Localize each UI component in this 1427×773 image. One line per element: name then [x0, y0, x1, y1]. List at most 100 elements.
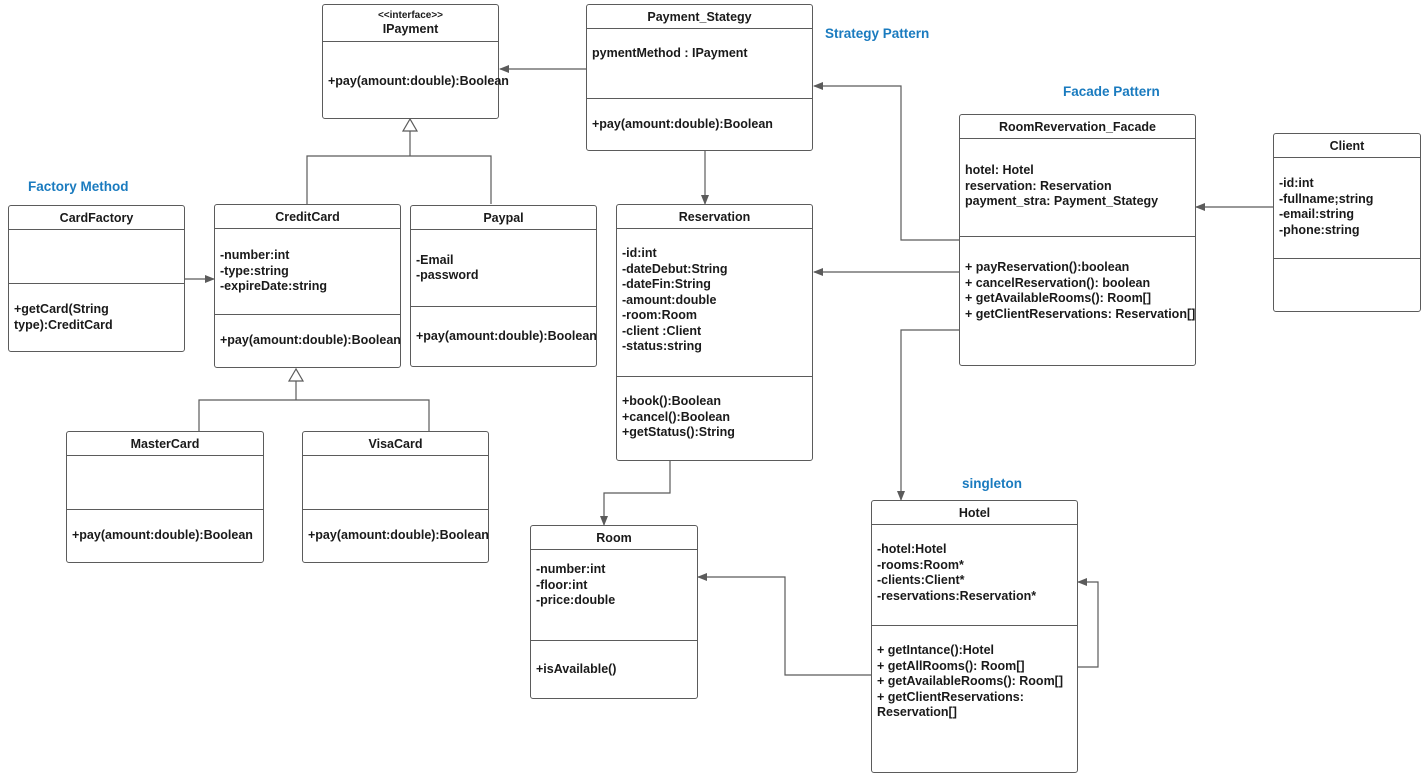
class-room: Room -number:int -floor:int -price:doubl… [530, 525, 698, 699]
attribute: -password [416, 268, 479, 282]
class-name: Payment_Stategy [647, 9, 752, 24]
class-header: Paypal [411, 206, 596, 230]
attributes-section: pymentMethod : IPayment [587, 29, 812, 99]
method: + getAvailableRooms(): Room[] [877, 674, 1064, 688]
class-name: CreditCard [275, 209, 340, 224]
attribute: payment_stra: Payment_Stategy [965, 194, 1159, 208]
methods-section: + payReservation():boolean + cancelReser… [960, 237, 1195, 365]
method: + payReservation():boolean [965, 260, 1130, 274]
method: +getCard(String [14, 302, 109, 316]
methods-section: +getCard(String type):CreditCard [9, 284, 184, 351]
methods-section: +pay(amount:double):Boolean [411, 307, 597, 366]
attribute: -expireDate:string [220, 279, 327, 294]
class-header: RoomRevervation_Facade [960, 115, 1195, 139]
class-header: VisaCard [303, 432, 488, 456]
methods-section: +isAvailable() [531, 641, 697, 698]
class-header: Client [1274, 134, 1420, 158]
class-header: <<interface>> IPayment [323, 5, 498, 42]
class-header: Payment_Stategy [587, 5, 812, 29]
class-name: Client [1329, 138, 1365, 153]
class-visa-card: VisaCard +pay(amount:double):Boolean [302, 431, 489, 563]
method: + getClientReservations: [877, 689, 1024, 704]
class-name: Room [596, 530, 632, 545]
class-master-card: MasterCard +pay(amount:double):Boolean [66, 431, 264, 563]
attribute: -hotel:Hotel [877, 542, 947, 556]
methods-section: + getIntance():Hotel + getAllRooms(): Ro… [872, 626, 1077, 772]
class-reservation: Reservation -id:int -dateDebut:String -d… [616, 204, 813, 461]
class-name: Reservation [678, 209, 751, 224]
class-ipayment: <<interface>> IPayment +pay(amount:doubl… [322, 4, 509, 119]
attribute: -amount:double [622, 292, 717, 307]
class-name: VisaCard [368, 436, 423, 451]
method: + getClientReservations: Reservation[] [965, 306, 1196, 321]
class-card-factory: CardFactory +getCard(String type):Credit… [8, 205, 185, 352]
inheritance-ipayment-lines [306, 131, 492, 204]
attribute: -number:int [536, 562, 606, 576]
method: + getAvailableRooms(): Room[] [965, 291, 1152, 305]
factory-method-label: Factory Method [28, 179, 129, 194]
method: + getAllRooms(): Room[] [877, 658, 1025, 673]
attributes-section: -id:int -fullname;string -email:string -… [1274, 158, 1420, 259]
method: + cancelReservation(): boolean [965, 275, 1151, 290]
attributes-section: -id:int -dateDebut:String -dateFin:Strin… [617, 229, 812, 377]
class-name: MasterCard [130, 436, 200, 451]
methods-section: +pay(amount:double):Boolean [323, 42, 509, 118]
association-reservation-to-room [600, 461, 671, 526]
attributes-section: -Email -password [411, 230, 596, 307]
singleton-label: singleton [962, 476, 1022, 491]
methods-section: +book():Boolean +cancel():Boolean +getSt… [617, 377, 812, 460]
attribute: pymentMethod : IPayment [592, 46, 748, 60]
attribute: -type:string [220, 263, 289, 278]
attribute: -dateDebut:String [622, 261, 728, 276]
method: Reservation[] [877, 705, 957, 719]
class-header: CardFactory [9, 206, 184, 230]
methods-section: +pay(amount:double):Boolean [303, 510, 489, 562]
method: +pay(amount:double):Boolean [328, 74, 509, 89]
method: +book():Boolean [622, 394, 721, 408]
class-paypal: Paypal -Email -password +pay(amount:doub… [410, 205, 597, 367]
association-facade-to-strategy [813, 82, 959, 241]
class-header: Reservation [617, 205, 812, 229]
facade-pattern-label: Facade Pattern [1063, 84, 1160, 99]
attribute: -room:Room [622, 308, 697, 322]
attributes-section [9, 230, 184, 284]
class-name: IPayment [382, 22, 439, 36]
attribute: -clients:Client* [877, 573, 965, 587]
inheritance-creditcard-lines [198, 381, 430, 431]
class-header: CreditCard [215, 205, 400, 229]
method: +pay(amount:double):Boolean [416, 328, 597, 343]
attribute: -reservations:Reservation* [877, 588, 1037, 603]
method: +isAvailable() [536, 661, 617, 676]
class-credit-card: CreditCard -number:int -type:string -exp… [214, 204, 401, 368]
attributes-section: -number:int -floor:int -price:double [531, 550, 697, 641]
attribute: -dateFin:String [622, 277, 711, 291]
method: +cancel():Boolean [622, 409, 731, 424]
attribute: -rooms:Room* [877, 557, 964, 572]
stereotype: <<interface>> [377, 10, 444, 21]
methods-section: +pay(amount:double):Boolean [215, 315, 401, 367]
methods-section: +pay(amount:double):Boolean [587, 99, 812, 150]
attribute: -Email [416, 252, 454, 267]
class-name: Hotel [958, 505, 991, 520]
strategy-pattern-label: Strategy Pattern [825, 26, 930, 41]
attribute: -id:int [622, 246, 657, 260]
association-facade-to-hotel [897, 329, 959, 501]
attribute: reservation: Reservation [965, 178, 1112, 193]
attribute: -id:int [1279, 176, 1314, 190]
class-name: RoomRevervation_Facade [998, 119, 1156, 134]
class-payment-strategy: Payment_Stategy pymentMethod : IPayment … [586, 4, 813, 151]
class-client: Client -id:int -fullname;string -email:s… [1273, 133, 1421, 312]
attribute: -status:string [622, 339, 702, 353]
inheritance-triangle-ipayment [401, 117, 419, 132]
methods-section: +pay(amount:double):Boolean [67, 510, 263, 562]
attribute: -number:int [220, 248, 290, 263]
attribute: -price:double [536, 593, 616, 607]
class-name: CardFactory [59, 210, 134, 225]
method: type):CreditCard [14, 317, 113, 332]
attribute: -client :Client [622, 323, 702, 338]
class-room-reservation-facade: RoomRevervation_Facade hotel: Hotel rese… [959, 114, 1196, 366]
attribute: -fullname;string [1279, 191, 1374, 206]
attributes-section: -hotel:Hotel -rooms:Room* -clients:Clien… [872, 525, 1077, 626]
method: +pay(amount:double):Boolean [592, 116, 773, 131]
